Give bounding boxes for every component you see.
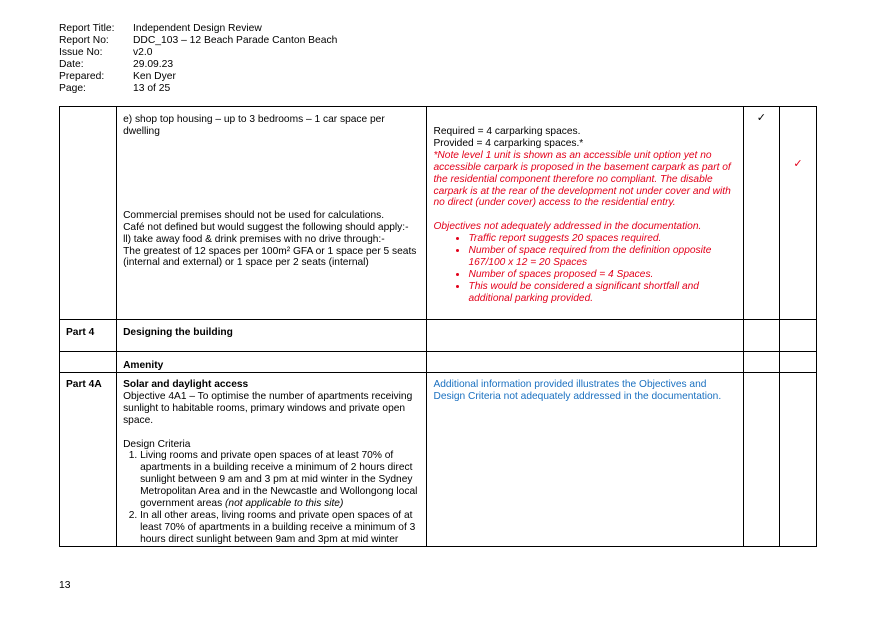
header-label: Issue No:: [59, 47, 103, 59]
header-row-title: Report Title: Independent Design Review: [59, 23, 337, 35]
header-row-prepared: Prepared: Ken Dyer: [59, 71, 337, 83]
table-row: e) shop top housing – up to 3 bedrooms –…: [58, 106, 818, 320]
header-label: Report No:: [59, 35, 109, 47]
comment-objectives: Objectives not adequately addressed in t…: [433, 221, 702, 233]
list-item: Living rooms and private open spaces of …: [140, 450, 420, 510]
comment-bullet-list: Traffic report suggests 20 spaces requir…: [433, 233, 736, 304]
criteria-text: The greatest of 12 spaces per 100m² GFA …: [123, 245, 417, 269]
header-value: v2.0: [133, 47, 153, 59]
criteria-text: ll) take away food & drink premises with…: [123, 233, 385, 245]
header-value: Ken Dyer: [133, 71, 176, 83]
list-item: Number of spaces proposed = 4 Spaces.: [468, 269, 736, 281]
report-header: Report Title: Independent Design Review R…: [59, 23, 337, 96]
section-title: Designing the building: [116, 319, 428, 352]
criteria-heading: Design Criteria: [123, 438, 191, 450]
header-label: Page:: [59, 83, 86, 95]
check-icon: ✓: [742, 106, 780, 320]
table-row: Amenity: [58, 351, 818, 373]
comment-text: Required = 4 carparking spaces.: [433, 126, 581, 137]
criteria-cell: Solar and daylight access Objective 4A1 …: [116, 371, 428, 547]
header-label: Prepared:: [59, 71, 105, 83]
part-cell: Part 4: [58, 319, 118, 352]
criteria-text: e) shop top housing – up to 3 bedrooms –…: [123, 114, 385, 137]
criteria-list: Living rooms and private open spaces of …: [123, 450, 420, 545]
comment-note: *Note level 1 unit is shown as an access…: [433, 149, 731, 209]
header-row-report-no: Report No: DDC_103 – 12 Beach Parade Cant…: [59, 35, 337, 47]
criteria-cell: e) shop top housing – up to 3 bedrooms –…: [116, 106, 428, 320]
comment-text: Provided = 4 carparking spaces.*: [433, 137, 584, 149]
header-value: DDC_103 – 12 Beach Parade Canton Beach: [133, 35, 338, 47]
header-value: 13 of 25: [133, 83, 171, 95]
section-title: Solar and daylight access: [123, 378, 249, 390]
header-row-page: Page: 13 of 25: [59, 83, 337, 95]
part-cell: [58, 106, 118, 320]
header-label: Report Title:: [59, 23, 115, 34]
list-item: In all other areas, living rooms and pri…: [140, 510, 420, 546]
section-title: Amenity: [116, 351, 428, 373]
part-cell: Part 4A: [58, 371, 118, 547]
check-icon: ✓: [778, 106, 818, 320]
comment-cell: Additional information provided illustra…: [426, 371, 744, 547]
table-row: Part 4A Solar and daylight access Object…: [58, 371, 818, 547]
criteria-text: Café not defined but would suggest the f…: [123, 221, 409, 233]
objective-text: Objective 4A1 – To optimise the number o…: [123, 390, 413, 426]
header-value: 29.09.23: [133, 59, 174, 71]
list-item: This would be considered a significant s…: [468, 281, 736, 305]
header-row-date: Date: 29.09.23: [59, 59, 337, 71]
list-item: Traffic report suggests 20 spaces requir…: [468, 233, 736, 245]
header-value: Independent Design Review: [133, 23, 262, 34]
review-table: e) shop top housing – up to 3 bedrooms –…: [58, 106, 818, 547]
list-item: Number of space required from the defini…: [468, 245, 736, 269]
page-number: 13: [59, 580, 71, 591]
header-row-issue: Issue No: v2.0: [59, 47, 337, 59]
table-row: Part 4 Designing the building: [58, 319, 818, 352]
header-label: Date:: [59, 59, 84, 71]
comment-cell: Required = 4 carparking spaces. Provided…: [426, 106, 744, 320]
criteria-text: Commercial premises should not be used f…: [123, 209, 385, 221]
